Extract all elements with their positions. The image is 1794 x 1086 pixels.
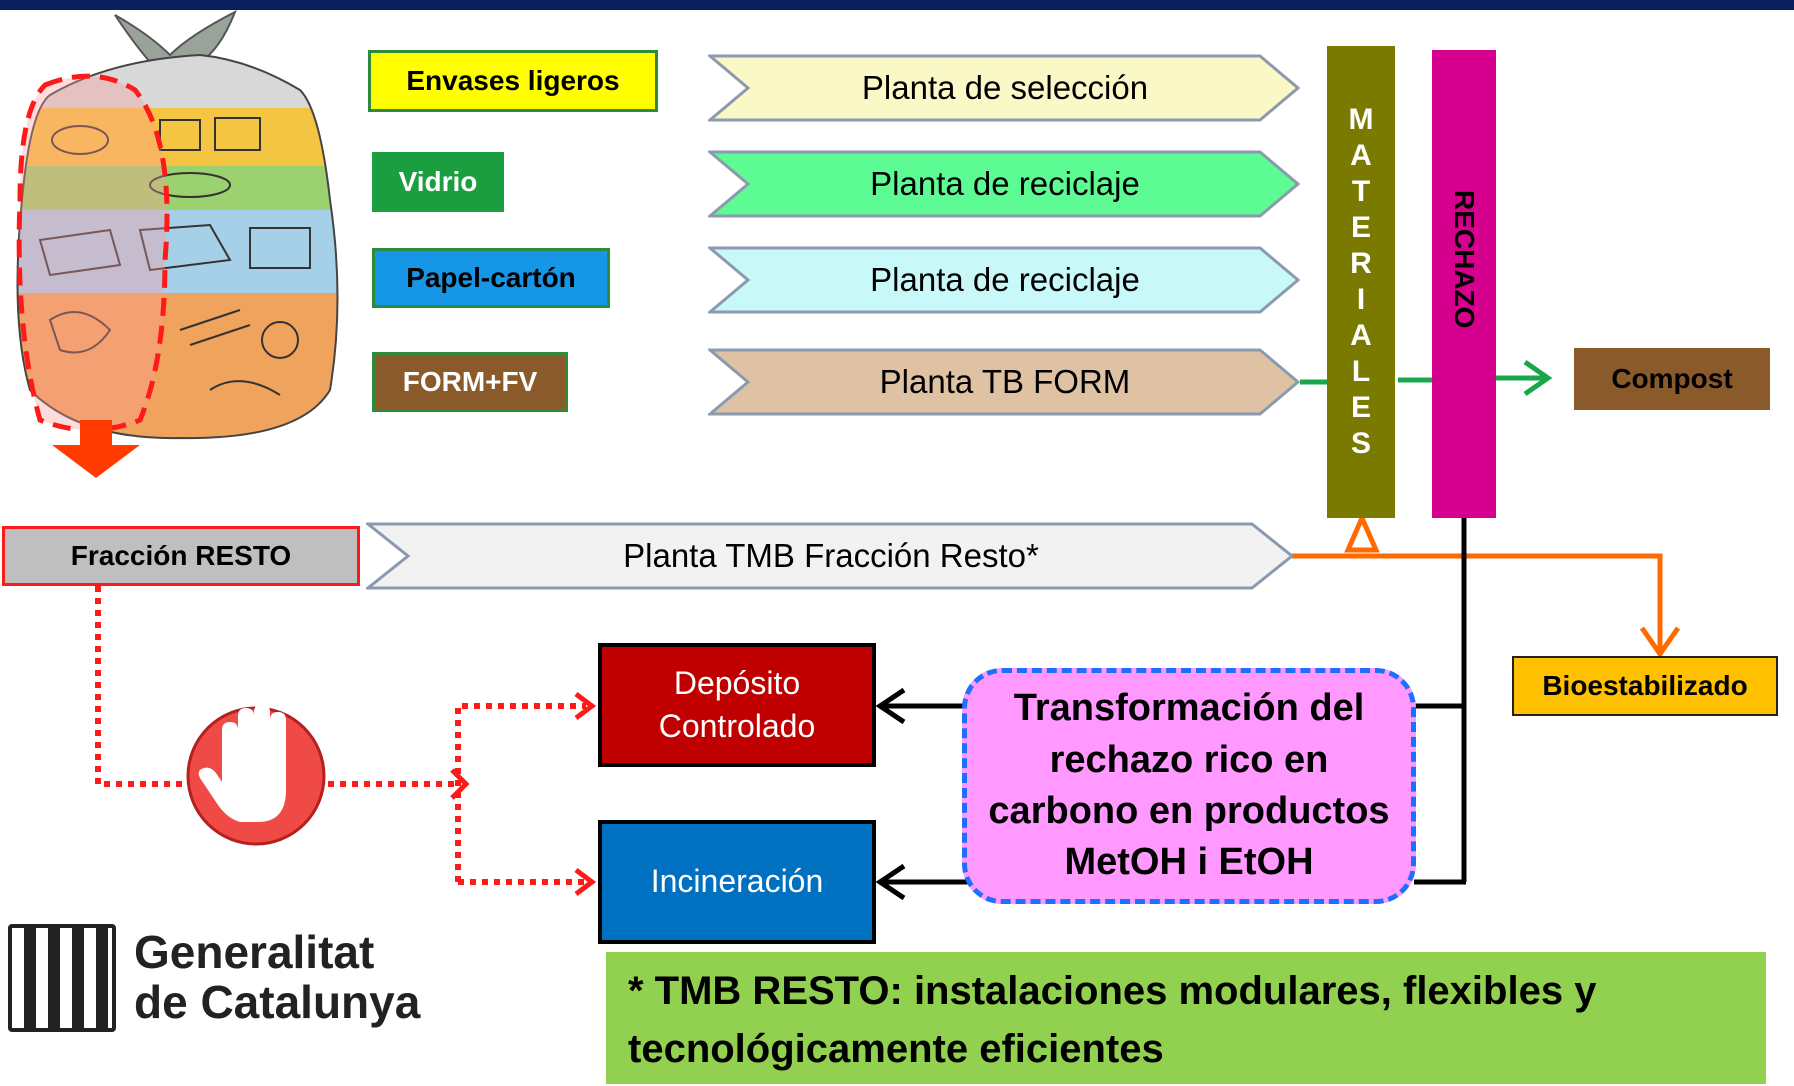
rechazo-label: RECHAZO [1449,190,1480,329]
category-form-fv: FORM+FV [372,352,568,412]
logo-line1: Generalitat [134,926,375,978]
compost-box: Compost [1574,348,1770,410]
materiales-letter: I [1356,283,1366,316]
materiales-letter: T [1351,175,1371,208]
plant-tb-form: Planta TB FORM [708,346,1302,418]
plant-reciclaje-papel: Planta de reciclaje [708,244,1302,316]
plant-reciclaje-vidrio-label: Planta de reciclaje [870,165,1140,202]
materiales-letter: R [1350,247,1372,280]
materiales-letter: E [1350,391,1371,424]
category-papel-carton: Papel-cartón [372,248,610,308]
bioestabilizado-box: Bioestabilizado [1512,656,1778,716]
plant-seleccion-label: Planta de selección [861,69,1149,106]
generalitat-logo-icon [8,924,116,1032]
logo-line2: de Catalunya [134,975,421,1028]
materiales-letter: A [1350,319,1372,352]
top-bar [0,0,1794,10]
plant-tmb-resto: Planta TMB Fracción Resto* [366,520,1296,592]
bag-knot [114,9,237,63]
waste-bag-illustration [16,9,339,478]
generalitat-logo-text: Generalitat de Catalunya [134,926,421,1028]
tmb-resto-note: * TMB RESTO: instalaciones modulares, fl… [606,952,1766,1084]
category-vidrio: Vidrio [372,152,504,212]
materiales-letter: S [1350,427,1371,460]
category-envases-ligeros: Envases ligeros [368,50,658,112]
materiales-letter: A [1350,139,1372,172]
plant-reciclaje-vidrio: Planta de reciclaje [708,148,1302,220]
plant-seleccion: Planta de selección [708,52,1302,124]
plant-tmb-resto-label: Planta TMB Fracción Resto* [623,537,1039,574]
plant-tb-form-label: Planta TB FORM [879,363,1131,400]
incineracion-box: Incineración [598,820,876,944]
transformacion-box: Transformación del rechazo rico en carbo… [962,668,1416,904]
fraccion-resto-box: Fracción RESTO [2,526,360,586]
materiales-letter: E [1350,211,1371,244]
materiales-letter: L [1351,355,1371,388]
materiales-letter: M [1348,103,1374,136]
rechazo-column: RECHAZO [1432,50,1496,518]
resto-down-arrow [52,420,140,478]
stop-hand-icon [186,704,326,846]
plant-reciclaje-papel-label: Planta de reciclaje [870,261,1140,298]
deposito-controlado-box: Depósito Controlado [598,643,876,767]
